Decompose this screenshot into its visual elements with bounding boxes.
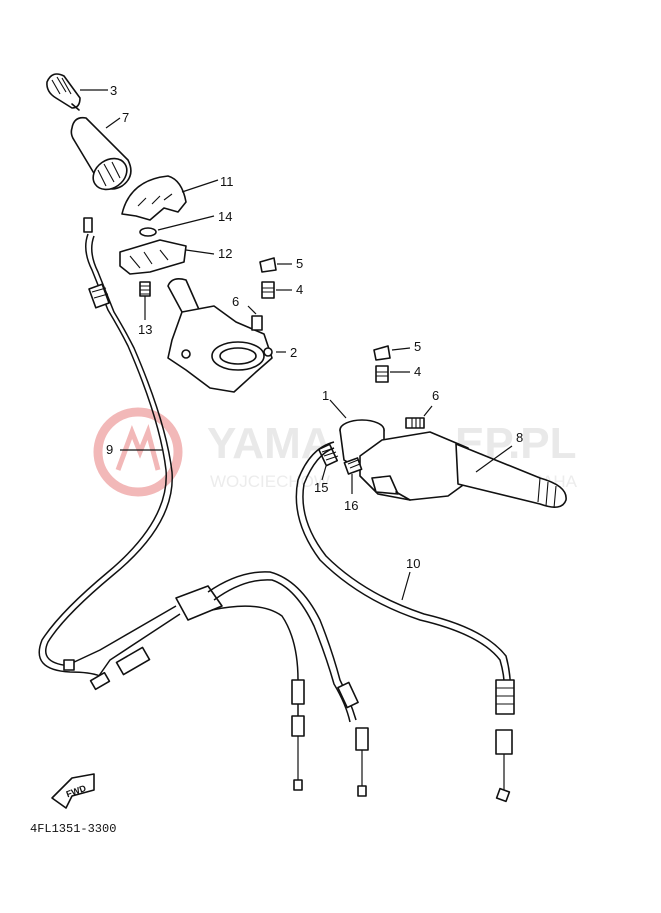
- callout-10: 10: [406, 556, 420, 571]
- callouts: 3 7 11 14 12 5 4 6 13 2 5 4 1 6 8 9 15 1…: [106, 83, 523, 571]
- callout-4-left: 4: [296, 282, 303, 297]
- callout-6-left: 6: [232, 294, 239, 309]
- part-11-cover-upper: [121, 175, 219, 221]
- callout-4-right: 4: [414, 364, 421, 379]
- part-13-screw: [139, 281, 151, 320]
- watermark-logo-mark: [115, 424, 161, 471]
- callout-11: 11: [220, 174, 234, 189]
- callout-9: 9: [106, 442, 113, 457]
- part-6-screw-right: [405, 405, 433, 429]
- cable-9-throttle: [38, 217, 173, 677]
- cable-junction: [63, 571, 369, 797]
- callout-12: 12: [218, 246, 232, 261]
- callout-14: 14: [218, 209, 232, 224]
- watermark-brand: YAMA: [207, 419, 333, 468]
- callout-7: 7: [122, 110, 129, 125]
- part-7-grip: [70, 116, 132, 191]
- callout-2: 2: [290, 345, 297, 360]
- callout-5-left: 5: [296, 256, 303, 271]
- part-3-bar-end: [46, 73, 108, 111]
- part-5-cap-right: [373, 345, 411, 361]
- part-16-adjuster: [343, 457, 363, 494]
- callout-15: 15: [314, 480, 328, 495]
- callout-16: 16: [344, 498, 358, 513]
- part-12-cover-lower: [119, 239, 215, 275]
- leader-14: [157, 215, 215, 231]
- part-code: 4FL1351-3300: [30, 822, 116, 836]
- part-15-adjuster: [317, 443, 339, 481]
- callout-6-right: 6: [432, 388, 439, 403]
- callout-1: 1: [322, 388, 329, 403]
- part-2-throttle-housing: [167, 278, 286, 393]
- part-8-switch-grip: [359, 431, 567, 509]
- callout-5-right: 5: [414, 339, 421, 354]
- part-5-cap-left: [259, 257, 292, 273]
- callout-8: 8: [516, 430, 523, 445]
- part-6-screw-left: [247, 305, 263, 331]
- watermark-logo-ring: [93, 407, 183, 497]
- callout-13: 13: [138, 322, 152, 337]
- callout-3: 3: [110, 83, 117, 98]
- part-4-bolt-left: [261, 281, 292, 299]
- part-14-o-ring: [139, 227, 157, 237]
- fwd-arrow-icon: FWD: [51, 773, 95, 809]
- part-4-bolt-right: [375, 365, 410, 383]
- cable-10: [295, 441, 515, 803]
- watermark-sub: WOJCIECHOW: [210, 472, 330, 491]
